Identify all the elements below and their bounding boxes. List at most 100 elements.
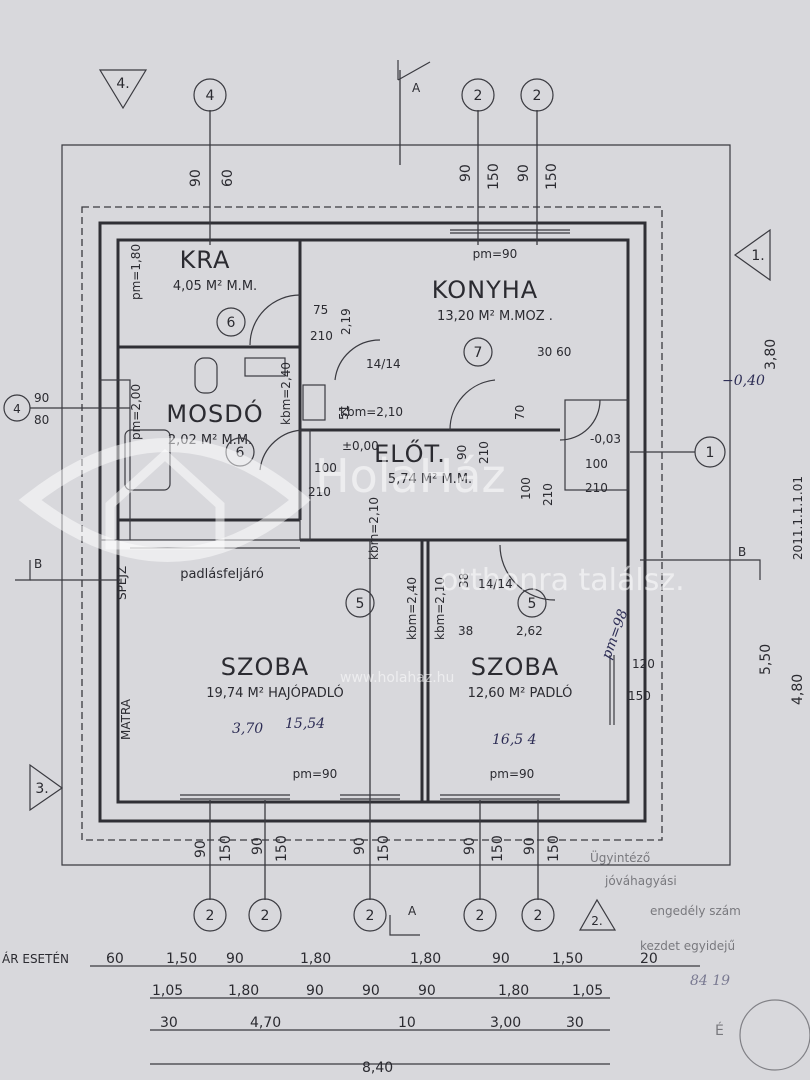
axis-marker-bottom-2: 2: [248, 898, 282, 932]
dim-text: 70: [513, 405, 527, 420]
dim-text: 10: [398, 1015, 416, 1031]
door-number: 5: [356, 596, 365, 612]
door-number: 6: [227, 315, 236, 331]
ceiling-height-label: kbm=2,10: [433, 577, 447, 640]
watermark-tagline: otthonra találsz.: [440, 563, 685, 598]
axis-marker-right: 1: [694, 436, 726, 468]
dim-text: 210: [477, 441, 491, 464]
axis-label: 2: [534, 908, 543, 924]
stair-label: 14/14: [366, 357, 401, 371]
dim-text: 1,05: [572, 983, 603, 999]
dim-text: 2,62: [516, 624, 543, 638]
dim-text: 90: [418, 983, 436, 999]
watermark-brand: HolaHáz: [315, 449, 506, 503]
dim-text: 120: [632, 657, 655, 671]
room-name: SZOBA: [221, 653, 309, 681]
axis-label: 2: [476, 908, 485, 924]
room-area: 13,20 M² M.MOZ .: [437, 309, 553, 324]
dim-text: 90: [226, 951, 244, 967]
stamp-text: kezdet egyidejű: [640, 939, 735, 953]
dim-text: 90: [306, 983, 324, 999]
ceiling-height-label: kbm=2,40: [279, 362, 293, 425]
bottom-dimensions: 90 150 150 90 150 90 150 90 150 90: [193, 835, 562, 862]
dim-text: 210: [310, 329, 333, 343]
wall-label: SPEJZ: [115, 566, 129, 600]
level-label: ±0,00: [342, 439, 379, 453]
north-mark: É: [715, 1022, 724, 1039]
dim-text: 90: [492, 951, 510, 967]
section-mark-b-left: B: [15, 557, 120, 581]
dim-text: 1,80: [228, 983, 259, 999]
dim-text: 90: [362, 983, 380, 999]
dim-text: 38: [458, 624, 473, 638]
dim-text: 20: [640, 951, 658, 967]
axis-marker-bottom-5: 2: [521, 898, 555, 932]
ceiling-height-label: kbm=2,10: [367, 497, 381, 560]
dim-text: 150: [544, 163, 560, 190]
room-pm: pm=90: [490, 767, 535, 781]
room-eloter: ELŐT. 5,74 M² M.M.: [374, 438, 472, 487]
dim-text: 100: [585, 457, 608, 471]
room-szoba-2: SZOBA 12,60 M² PADLÓ pm=90 5: [468, 588, 572, 781]
dim-text: 60: [106, 951, 124, 967]
stair-label: 14/14: [478, 577, 513, 591]
elevation-mark-2: 2.: [578, 898, 617, 931]
axis-marker-bottom-4: 2: [463, 898, 497, 932]
door-swings: [249, 294, 601, 601]
dim-text: 1,80: [410, 951, 441, 967]
axis-marker-top-3: 2: [520, 78, 554, 112]
approval-stamp: Ügyintéző jóváhagyási engedély szám kezd…: [590, 849, 810, 1071]
dim-text: 1,50: [166, 951, 197, 967]
axis-marker-left: 4: [3, 394, 31, 422]
footprint-dashed: [81, 206, 663, 841]
dim-text: 1,50: [552, 951, 583, 967]
room-kamra: KRA 4,05 M² M.M. pm=1,80 6: [129, 244, 257, 337]
dim-text: 150: [490, 835, 506, 862]
dim-text: 90: [455, 445, 469, 460]
handwritten-note: −0,40: [722, 373, 765, 389]
dim-text: 5,50: [758, 644, 774, 675]
axis-label: 4: [206, 88, 215, 104]
dim-total: 8,40: [362, 1060, 393, 1076]
dim-text: 51: [337, 405, 351, 420]
room-area: 19,74 M² HAJÓPADLÓ: [206, 685, 344, 701]
section-label: B: [34, 557, 42, 571]
house-icon: [105, 448, 225, 550]
dim-text: 2,19: [339, 308, 353, 335]
axis-label: 2: [261, 908, 270, 924]
section-label: B: [738, 545, 746, 559]
axis-label: 1: [706, 445, 715, 461]
dim-text: 210: [308, 485, 331, 499]
elevation-mark-4: 4.: [98, 69, 148, 110]
windows: [180, 229, 615, 800]
dim-text: 38: [457, 573, 471, 588]
room-pm: pm=2,00: [129, 384, 143, 440]
room-mosdo: MOSDÓ 2,02 M² M.M. pm=2,00 6: [129, 384, 263, 467]
stamp-text: jóváhagyási: [604, 874, 677, 888]
section-label: A: [408, 904, 417, 918]
dim-text: 2011.1.1.1.01: [791, 476, 805, 560]
section-mark-a-bottom: A: [389, 904, 420, 936]
room-name: SZOBA: [471, 653, 559, 681]
axis-marker-top-1: 4: [193, 78, 227, 112]
watermark-site: www.holahaz.hu: [340, 670, 454, 686]
axis-label: 2: [206, 908, 215, 924]
dim-text: 3,00: [490, 1015, 521, 1031]
dim-text: 90: [34, 391, 49, 405]
section-mark-a-top: A: [397, 60, 431, 95]
room-name: MOSDÓ: [166, 398, 263, 428]
handwritten-note: 3,70: [232, 721, 263, 737]
ceiling-height-label: kbm=2,10: [340, 405, 403, 419]
dim-text: 1,05: [152, 983, 183, 999]
door-number: 7: [474, 345, 483, 361]
elevation-label: 3.: [35, 781, 48, 797]
annotation-labels: padlásfeljáró kbm=2,40 kbm=2,10 kbm=2,40…: [34, 303, 806, 740]
door-number: 6: [236, 445, 245, 461]
dim-text: 150: [218, 835, 234, 862]
room-szoba-1: SZOBA 19,74 M² HAJÓPADLÓ pm=90 5: [206, 588, 375, 781]
section-mark-b-right: B: [640, 545, 761, 580]
dim-prefix: ÁR ESETÉN: [2, 951, 69, 966]
dim-text: 60: [220, 169, 236, 187]
elevation-mark-1: 1.: [733, 228, 771, 282]
